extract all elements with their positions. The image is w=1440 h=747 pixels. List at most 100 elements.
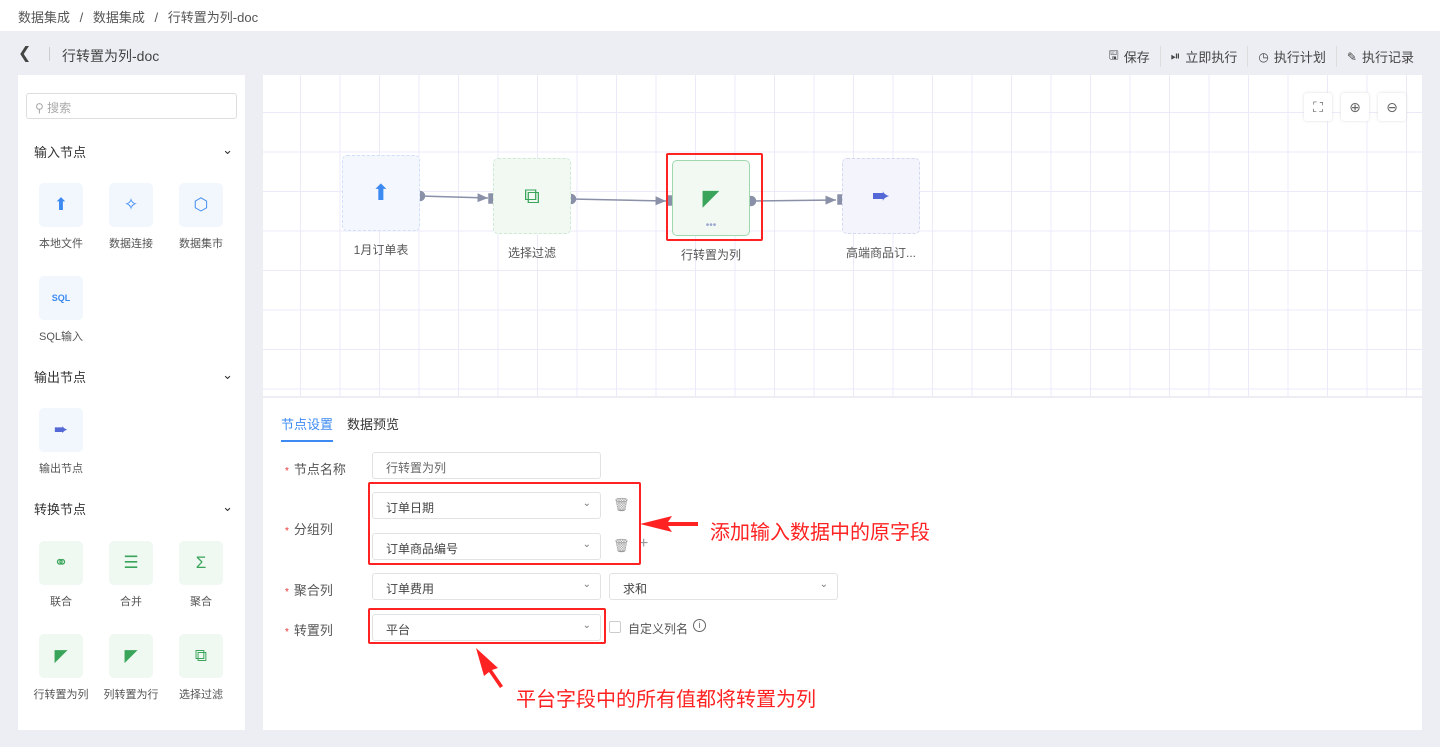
transpose-label: 转置列 — [293, 623, 333, 638]
tile-label: 行转置为列 — [33, 689, 89, 701]
tile-row-to-column[interactable]: ◤行转置为列 — [26, 634, 96, 702]
chevron-down-icon: ⌄ — [582, 539, 591, 550]
divider — [49, 47, 50, 61]
field-label: *节点名称 — [285, 462, 346, 477]
run-log-button[interactable]: ✎执行记录 — [1335, 46, 1424, 67]
zoom-in-icon[interactable]: ⊕ — [1341, 93, 1369, 121]
tile-label: 本地文件 — [39, 238, 83, 250]
save-button[interactable]: 🖫保存 — [1099, 46, 1160, 67]
sigma-icon: Σ — [179, 541, 223, 585]
chevron-down-icon: ⌄ — [582, 498, 591, 509]
cursor-select-icon: ⧉ — [179, 634, 223, 678]
select-value: 平台 — [386, 623, 411, 637]
search-placeholder: 搜索 — [47, 101, 72, 115]
node-label: 选择过滤 — [507, 246, 556, 260]
tab-node-settings[interactable]: 节点设置 — [281, 414, 334, 442]
annotation-text: 添加输入数据中的原字段 — [710, 522, 930, 544]
add-icon[interactable]: + — [639, 535, 649, 552]
breadcrumb-current: 行转置为列-doc — [167, 10, 259, 25]
tile-filter[interactable]: ⧉选择过滤 — [166, 634, 236, 702]
flow-node-filter[interactable]: ⧉ — [493, 158, 571, 234]
flow-node-output[interactable]: ➨ — [842, 158, 920, 234]
tab-data-preview[interactable]: 数据预览 — [347, 417, 400, 432]
clock-icon: ◷ — [1258, 49, 1269, 64]
network-icon: ✧ — [109, 183, 153, 227]
node-name-value: 行转置为列 — [386, 461, 447, 475]
flow-node-source[interactable]: ⬆ — [342, 155, 420, 231]
output-icon: ➨ — [39, 408, 83, 452]
custom-name-checkbox[interactable] — [609, 621, 621, 633]
select-value: 订单日期 — [386, 501, 435, 515]
tile-output-node[interactable]: ➨ 输出节点 — [26, 408, 96, 476]
fit-view-icon[interactable]: ⛶ — [1304, 93, 1332, 121]
agg-func-select[interactable]: 求和 ⌄ — [609, 573, 838, 600]
more-icon[interactable]: ••• — [705, 220, 717, 231]
transpose-select[interactable]: 平台⌄ — [372, 614, 601, 641]
node-name-label: 节点名称 — [293, 462, 346, 477]
back-icon[interactable]: ❮ — [18, 45, 32, 62]
schedule-label: 执行计划 — [1273, 50, 1326, 65]
highlight-box — [368, 482, 641, 565]
tile-label: 合并 — [120, 596, 142, 608]
group-select-1[interactable]: 订单日期 ⌄ — [372, 492, 601, 519]
select-value: 订单费用 — [386, 582, 435, 596]
run-now-label: 立即执行 — [1185, 50, 1238, 65]
section-output[interactable]: 输出节点⌄ — [34, 367, 233, 386]
tile-label: 数据集市 — [179, 238, 223, 250]
section-title: 转换节点 — [34, 502, 87, 517]
group-select-2[interactable]: 订单商品编号 ⌄ — [372, 533, 601, 560]
tile-local-file[interactable]: ⬆本地文件 — [26, 183, 96, 251]
trash-icon[interactable]: 🗑 — [613, 538, 630, 553]
tile-label: 列转置为行 — [103, 689, 159, 701]
highlight-box — [666, 153, 763, 241]
output-icon: ➨ — [871, 183, 891, 208]
annotation-text: 平台字段中的所有值都将转置为列 — [516, 689, 816, 711]
tile-label: 联合 — [50, 596, 72, 608]
tile-merge[interactable]: ☰合并 — [96, 541, 166, 609]
breadcrumb-sep: / — [79, 10, 84, 25]
tile-union[interactable]: ⚭联合 — [26, 541, 96, 609]
schedule-button[interactable]: ◷ 执行计划 — [1247, 46, 1336, 67]
node-label: 高端商品订... — [845, 246, 916, 260]
agg-field-select[interactable]: 订单费用⌄ — [372, 573, 601, 600]
upload-icon: ⬆ — [371, 180, 391, 205]
run-now-button[interactable]: ⏯ 立即执行 — [1159, 46, 1248, 67]
breadcrumb-item[interactable]: 数据集成 — [18, 10, 71, 25]
select-value: 订单商品编号 — [386, 542, 459, 556]
section-input[interactable]: 输入节点 ⌄ — [34, 142, 233, 161]
section-transform[interactable]: 转换节点 ⌄ — [34, 499, 233, 518]
tile-data-connection[interactable]: ✧数据连接 — [96, 183, 166, 251]
tile-data-mart[interactable]: ⬡数据集市 — [166, 183, 236, 251]
row-to-column-icon: ◤ — [702, 185, 720, 210]
info-icon[interactable]: i — [693, 619, 706, 632]
group-label: 分组列 — [293, 522, 333, 537]
tile-column-to-row[interactable]: ◤ 列转置为行 — [96, 634, 166, 702]
breadcrumb-sep: / — [154, 10, 159, 25]
node-settings-panel: 节点设置 数据预览 *节点名称 行转置为列 *分组列 订单日期⌄ 🗑 订单商品编… — [263, 398, 1422, 730]
tile-label: 输出节点 — [39, 463, 83, 475]
play-icon: ⏯ — [1170, 49, 1181, 63]
chevron-down-icon: ⌄ — [819, 579, 828, 590]
header: ❮ 行转置为列-doc 🖫保存 ⏯立即执行 ◷执行计划 ✎执行记录 — [0, 31, 1440, 75]
field-label: *转置列 — [285, 623, 333, 638]
section-title: 输入节点 — [34, 145, 87, 160]
flow-node-row-to-column[interactable]: ◤ ••• — [672, 160, 750, 236]
flow-canvas[interactable]: ⛶ ⊕ ⊖ ⬆ 1月订单表 ⧉ 选择过滤 ◤••• 行转置为列 ➨ 高端商品订.… — [263, 75, 1422, 396]
search-input[interactable]: ⚲ 搜索 — [26, 93, 237, 119]
column-to-row-icon: ◤ — [109, 634, 153, 678]
breadcrumb-item[interactable]: 数据集成 — [92, 10, 145, 25]
chevron-down-icon: ⌄ — [222, 142, 233, 157]
field-label: *聚合列 — [285, 583, 333, 598]
trash-icon[interactable]: 🗑 — [613, 497, 630, 512]
flow-edges — [414, 190, 846, 207]
chevron-down-icon: ⌄ — [222, 499, 233, 514]
zoom-out-icon[interactable]: ⊖ — [1378, 93, 1406, 121]
tile-label: SQL输入 — [38, 331, 83, 343]
node-name-input[interactable]: 行转置为列 — [372, 452, 601, 479]
run-log-label: 执行记录 — [1361, 50, 1414, 65]
custom-name-label: 自定义列名 — [628, 622, 689, 636]
select-value: 求和 — [623, 582, 648, 596]
